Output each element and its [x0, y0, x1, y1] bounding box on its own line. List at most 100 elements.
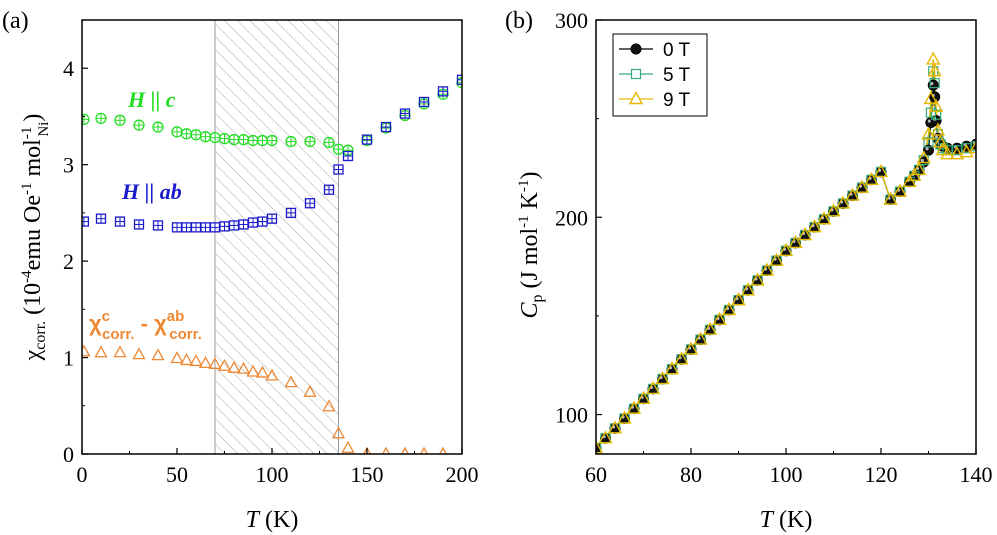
- x-tick-label: 0: [77, 462, 88, 487]
- data-point-chi-diff: [198, 355, 213, 368]
- y-tick-label: 200: [555, 205, 588, 230]
- data-point-h-ab: [361, 134, 373, 145]
- data-point-5t: [596, 442, 602, 454]
- data-point-9t: [968, 140, 976, 154]
- data-point-chi-diff: [419, 446, 429, 454]
- marker-highlight: [927, 119, 931, 123]
- panel-b-y-ticks: 100 200 300: [555, 8, 602, 428]
- data-point-9t: [702, 321, 718, 335]
- data-point-5t: [923, 137, 934, 148]
- x-tick-label: 200: [446, 462, 479, 487]
- legend-marker-square: [630, 68, 642, 80]
- marker-highlight: [934, 135, 939, 139]
- data-point-chi-diff: [179, 353, 194, 366]
- data-point-chi-diff: [381, 446, 391, 454]
- data-point-9t: [959, 144, 974, 158]
- data-point-9t: [759, 262, 775, 276]
- x-tick-label: 80: [680, 462, 702, 487]
- data-point-9t: [797, 227, 813, 241]
- y-tick-label: 3: [63, 153, 74, 178]
- data-point-9t: [928, 98, 944, 113]
- data-point-9t: [740, 282, 756, 296]
- data-point-9t: [617, 410, 632, 424]
- data-point-h-ab: [399, 108, 411, 119]
- data-point-9t: [835, 195, 851, 209]
- data-point-h-ab: [152, 220, 164, 231]
- panel-a-label: (a): [2, 8, 29, 34]
- panel-a-shaded-region: [214, 19, 339, 455]
- data-point-9t: [636, 390, 651, 404]
- x-tick-label: 50: [166, 462, 188, 487]
- panel-a-y-axis-label: χcorr. (10-4emu Oe-1 mol-1Ni): [19, 114, 52, 362]
- y-tick-label: 300: [555, 8, 588, 33]
- data-point-h-ab: [114, 216, 126, 227]
- data-point-h-ab: [380, 121, 392, 133]
- data-point-h-c: [199, 131, 212, 143]
- panel-b-data: [596, 51, 976, 454]
- data-point-h-c: [152, 121, 164, 133]
- data-point-9t: [596, 440, 604, 454]
- panel-b-y-axis-label: Cp (J mol-1 K-1): [516, 171, 546, 318]
- y-tick-label: 100: [555, 403, 588, 428]
- data-point-h-ab: [95, 213, 107, 224]
- data-point-h-ab: [266, 213, 278, 224]
- data-point-h-ab: [82, 216, 90, 227]
- legend-box: [612, 33, 708, 117]
- data-point-h-c: [82, 113, 90, 125]
- data-point-chi-diff: [208, 356, 222, 369]
- data-point-9t: [731, 292, 746, 306]
- y-tick-label: 2: [63, 249, 74, 274]
- data-point-h-ab: [304, 198, 316, 209]
- data-point-h-ab: [418, 96, 430, 108]
- data-point-h-ab: [190, 222, 202, 233]
- data-point-chi-diff: [255, 365, 270, 378]
- data-point-h-c: [114, 114, 126, 126]
- x-tick-label: 60: [585, 462, 607, 487]
- x-tick-label: 120: [865, 462, 898, 487]
- data-point-9t: [674, 351, 689, 365]
- data-point-chi-diff: [438, 446, 448, 454]
- data-point-0t: [923, 144, 934, 156]
- data-point-9t: [683, 341, 699, 355]
- data-point-9t: [826, 203, 841, 217]
- legend-marker-circle: [630, 43, 642, 55]
- data-point-9t: [807, 219, 822, 233]
- data-point-5t: [930, 109, 942, 120]
- legend-label: 5 T: [663, 65, 691, 86]
- data-point-9t: [607, 420, 623, 434]
- y-tick-label: 1: [63, 346, 74, 371]
- data-point-h-c: [285, 135, 297, 148]
- data-point-h-ab: [456, 74, 462, 85]
- data-point-h-c: [256, 134, 269, 147]
- data-point-chi-diff: [227, 360, 241, 373]
- data-point-9t: [816, 211, 832, 225]
- panel-b-label: (b): [505, 8, 533, 34]
- data-point-9t: [655, 371, 670, 385]
- data-point-h-ab: [333, 164, 344, 175]
- data-point-9t: [645, 380, 661, 395]
- data-point-h-c: [171, 126, 183, 138]
- data-point-h-ab: [285, 207, 297, 219]
- y-tick-label: 4: [63, 56, 74, 81]
- data-point-h-c: [95, 112, 107, 125]
- marker-highlight: [930, 82, 934, 86]
- data-point-9t: [926, 51, 941, 65]
- data-point-h-ab: [171, 222, 183, 233]
- data-point-9t: [845, 187, 860, 201]
- data-point-9t: [750, 272, 765, 286]
- data-point-9t: [935, 142, 950, 156]
- data-point-chi-diff: [217, 358, 232, 371]
- data-point-5t: [929, 78, 940, 89]
- data-point-9t: [923, 90, 939, 105]
- data-point-h-c: [304, 135, 316, 148]
- x-tick-label: 150: [351, 462, 384, 487]
- data-point-chi-diff: [331, 426, 346, 439]
- data-point-chi-diff: [341, 440, 355, 453]
- data-point-9t: [769, 252, 784, 266]
- panel-a-x-axis-label: T (K): [246, 507, 299, 533]
- data-point-chi-diff: [362, 446, 372, 454]
- data-point-h-ab: [200, 222, 211, 233]
- data-point-9t: [930, 122, 946, 136]
